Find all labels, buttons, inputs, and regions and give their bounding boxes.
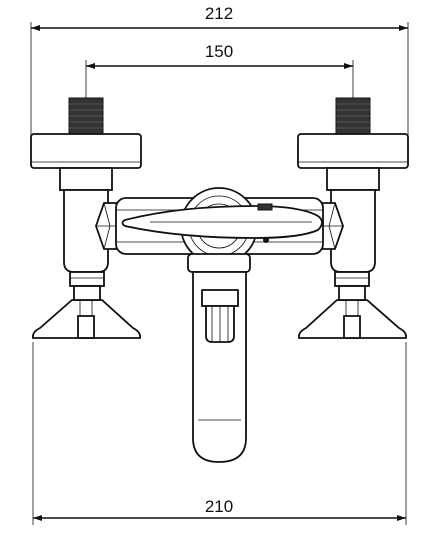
left-wall-bracket bbox=[31, 285, 142, 339]
spout bbox=[187, 253, 251, 463]
right-escutcheon-flange bbox=[297, 133, 409, 169]
dimension-label-overall-bottom: 210 bbox=[205, 497, 233, 516]
right-threaded-inlet bbox=[335, 97, 371, 135]
dimension-inlet-spacing: 150 bbox=[85, 42, 354, 98]
dimension-label-overall-top: 212 bbox=[205, 4, 233, 23]
left-escutcheon-flange bbox=[30, 133, 142, 169]
dimension-label-inlet-spacing: 150 bbox=[205, 42, 233, 61]
right-wall-bracket bbox=[297, 285, 408, 339]
dimension-overall-bottom: 210 bbox=[32, 342, 407, 525]
aerator bbox=[201, 289, 239, 343]
lever-handle bbox=[121, 203, 323, 243]
left-threaded-inlet bbox=[68, 97, 104, 135]
left-eccentric-connector bbox=[59, 167, 113, 287]
dimension-overall-top: 212 bbox=[30, 4, 409, 138]
right-eccentric-connector bbox=[326, 167, 380, 287]
